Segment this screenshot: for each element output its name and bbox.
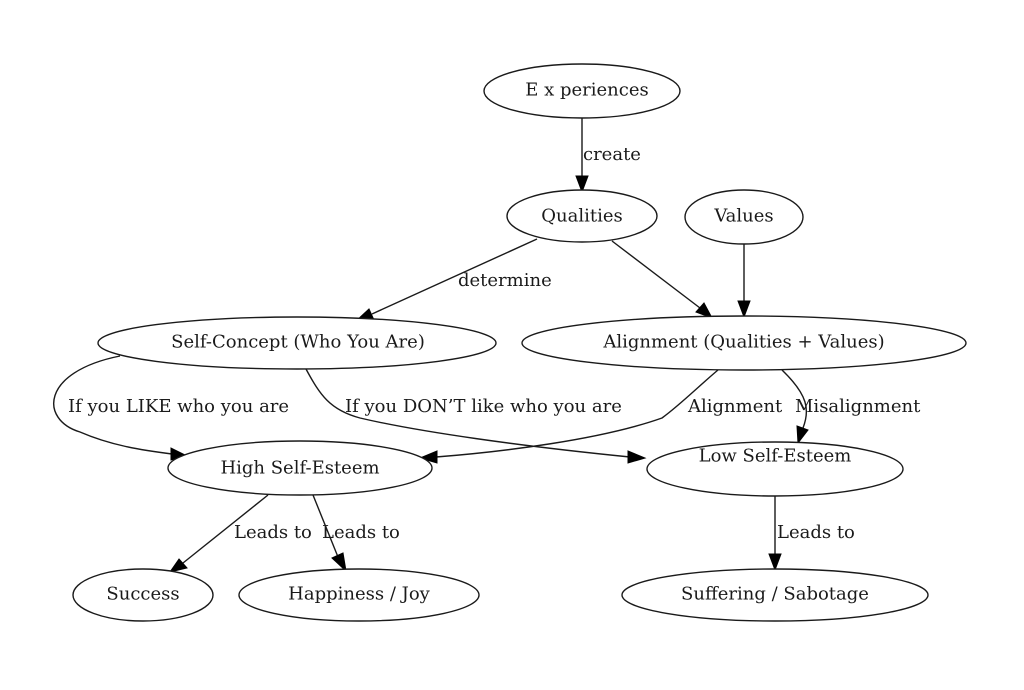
- edge-high-self-esteem-happiness: [312, 494, 347, 573]
- svg-text:Low Self-Esteem: Low Self-Esteem: [699, 446, 852, 467]
- node-alignment: Alignment (Qualities + Values): [521, 315, 967, 371]
- edge-self-concept-low-self-esteem: [305, 368, 647, 464]
- svg-text:Success: Success: [106, 584, 179, 605]
- edge-label-leads-to-suffering: Leads to: [777, 522, 855, 543]
- node-happiness: Happiness / Joy: [238, 568, 480, 622]
- svg-text:Suffering / Sabotage: Suffering / Sabotage: [681, 584, 869, 605]
- node-values: Values: [684, 189, 804, 245]
- node-high-self-esteem: High Self-Esteem: [167, 440, 433, 496]
- edge-low-self-esteem-suffering: [768, 496, 782, 572]
- svg-text:Qualities: Qualities: [541, 206, 622, 227]
- edge-label-determine: determine: [458, 270, 552, 291]
- node-low-self-esteem: Low Self-Esteem: [646, 441, 904, 497]
- svg-text:Alignment (Qualities + Values): Alignment (Qualities + Values): [602, 332, 884, 353]
- edge-label-dont-like: If you DON’T like who you are: [345, 396, 622, 417]
- svg-text:Self-Concept (Who You Are): Self-Concept (Who You Are): [171, 332, 425, 353]
- node-qualities: Qualities: [506, 189, 658, 243]
- edge-label-alignment: Alignment: [687, 396, 783, 417]
- edge-label-misalignment: Misalignment: [795, 396, 921, 417]
- edge-alignment-high-self-esteem: [418, 369, 719, 464]
- edge-alignment-low-self-esteem: [781, 369, 809, 445]
- edge-label-leads-to-success: Leads to: [234, 522, 312, 543]
- edge-label-create: create: [583, 144, 641, 165]
- edge-qualities-alignment: [611, 240, 714, 319]
- edge-values-alignment: [737, 244, 751, 319]
- svg-text:E x periences: E x periences: [525, 80, 649, 101]
- svg-text:High Self-Esteem: High Self-Esteem: [220, 458, 379, 479]
- edge-high-self-esteem-success: [168, 494, 269, 573]
- edge-label-like: If you LIKE who you are: [68, 396, 289, 417]
- node-success: Success: [72, 568, 214, 622]
- svg-text:Values: Values: [713, 206, 773, 227]
- edge-label-leads-to-happiness: Leads to: [322, 522, 400, 543]
- edge-experiences-qualities: [575, 118, 589, 194]
- node-experiences: E x periences: [483, 63, 681, 119]
- node-suffering: Suffering / Sabotage: [621, 568, 929, 622]
- node-self-concept: Self-Concept (Who You Are): [97, 316, 497, 370]
- svg-text:Happiness / Joy: Happiness / Joy: [288, 584, 431, 605]
